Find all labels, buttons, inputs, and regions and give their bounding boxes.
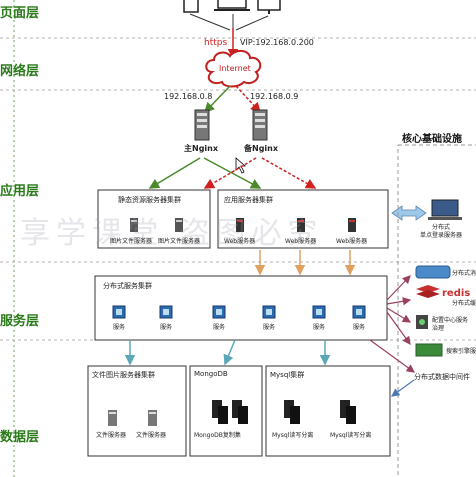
service-icon (312, 305, 326, 319)
red-dashed-arrow (235, 85, 262, 114)
service-label: 服务 (353, 324, 366, 331)
web-server-label: Web服务器 (336, 238, 368, 245)
service-cluster-box (94, 275, 388, 341)
search-engine-icon (415, 343, 443, 357)
infra-item-cache: 分布式缓存 (452, 300, 476, 307)
mongodb-server-icon (212, 400, 228, 424)
mysql-server-icon (340, 400, 356, 424)
file-cluster-box (87, 365, 187, 457)
nginx-backup-label: 备Nginx (244, 144, 279, 153)
mysql-title: Mysql集群 (270, 371, 305, 379)
sso-laptop-icon (428, 199, 462, 220)
image-server-label: 图片文件服务器 (110, 238, 153, 245)
layer-label-presentation: 页面层 (0, 6, 40, 21)
service-label: 服务 (213, 324, 226, 331)
red-dashed-arrow (261, 157, 317, 189)
purple-arrow (386, 297, 412, 306)
service-icon (262, 305, 276, 319)
infra-item-message: 分布式消息 (452, 270, 476, 277)
client-devices (183, 0, 281, 31)
watermark: 享学课堂 盗图必究 (20, 216, 324, 251)
purple-arrow (369, 339, 415, 373)
image-file-server (175, 218, 183, 232)
file-server-label: 文件服务器 (96, 432, 127, 439)
web-server (297, 218, 305, 232)
green-arrow (203, 85, 231, 114)
purple-arrow (386, 307, 412, 323)
service-label: 服务 (263, 324, 276, 331)
infra-item-search: 搜索引擎服 (446, 348, 476, 355)
teal-arrow (223, 339, 236, 366)
sso-double-arrow (391, 205, 427, 221)
service-icon (112, 305, 126, 319)
service-icon (159, 305, 173, 319)
message-queue-icon (415, 265, 451, 279)
image-file-server (130, 218, 138, 232)
mysql-label: Mysql读写分离 (272, 432, 314, 439)
internet-label: Internet (219, 64, 251, 73)
image-server-label: 图片文件服务器 (158, 238, 201, 245)
protocol-label: https (204, 38, 228, 48)
purple-arrow (386, 311, 411, 345)
layer-label-data: 数据层 (0, 430, 40, 445)
service-icon (352, 305, 366, 319)
laptop-icon (217, 0, 247, 9)
green-arrow (148, 157, 201, 189)
config-center-icon (416, 315, 428, 329)
nginx-primary-ip: 192.168.0.8 (164, 92, 213, 101)
app-cluster-title: 应用服务器集群 (224, 196, 273, 204)
redis-text: redis (442, 288, 471, 299)
internet-cloud (205, 50, 262, 88)
layer-label-service: 服务层 (0, 314, 40, 329)
static-cluster-box (97, 189, 211, 249)
file-server (108, 410, 117, 426)
core-infra-box (397, 144, 476, 477)
mysql-label: Mysql读写分离 (330, 432, 372, 439)
nginx-primary-server (194, 109, 210, 141)
mysql-server-icon (284, 400, 300, 424)
blue-arrow (391, 379, 415, 397)
service-icon (212, 305, 226, 319)
nginx-backup-ip: 192.168.0.9 (250, 92, 299, 101)
static-cluster-title: 静态资源服务器集群 (118, 196, 181, 204)
nginx-primary-label: 主Nginx (184, 144, 219, 153)
file-server-label: 文件服务器 (136, 432, 167, 439)
service-label: 服务 (113, 324, 126, 331)
web-server (236, 218, 244, 232)
layer-label-network: 网络层 (0, 64, 40, 79)
green-arrow (203, 157, 262, 189)
redis-icon (416, 285, 440, 298)
web-server-label: Web服务器 (285, 238, 317, 245)
vip-label: VIP:192.168.0.200 (240, 38, 314, 47)
purple-arrow (386, 275, 411, 301)
phone-icon (183, 0, 199, 13)
layer-label-application: 应用层 (0, 184, 40, 199)
nginx-backup-server (252, 109, 268, 141)
mongodb-server-icon (232, 400, 248, 424)
web-server-label: Web服务器 (224, 238, 256, 245)
desktop-icon (257, 0, 281, 11)
mongodb-label: MongoDB复制集 (194, 432, 241, 439)
file-cluster-title: 文件图片服务器集群 (92, 371, 155, 379)
service-label: 服务 (313, 324, 326, 331)
mongodb-title: MongoDB (194, 370, 228, 378)
core-infra-title: 核心基础设施 (402, 134, 462, 145)
service-cluster-title: 分布式服务集群 (103, 282, 152, 290)
infra-item-data-middleware: 分布式数据中间件 (414, 373, 470, 381)
file-server (148, 410, 157, 426)
cursor-icon (235, 157, 247, 174)
web-server (348, 218, 356, 232)
infra-item-config: 配置中心服务治理 (432, 317, 469, 332)
service-label: 服务 (160, 324, 173, 331)
sso-label-line2: 单点登录服务器 (420, 232, 463, 239)
sso-label-line1: 分布式 (432, 224, 451, 231)
